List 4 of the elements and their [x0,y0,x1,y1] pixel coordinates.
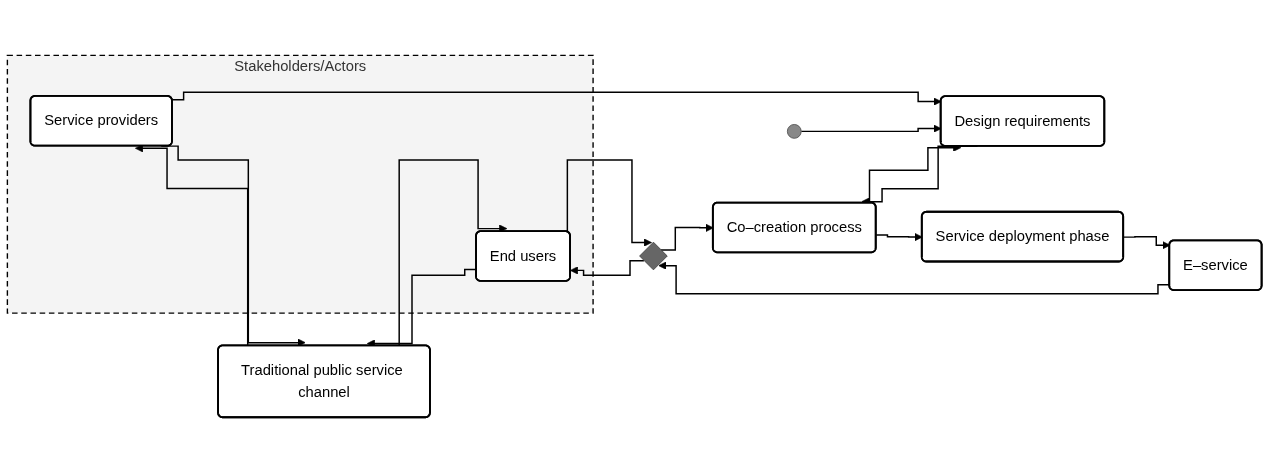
arrow [570,259,645,276]
node-diamond [639,241,668,270]
node-circle [786,123,802,139]
arrow [171,91,942,106]
